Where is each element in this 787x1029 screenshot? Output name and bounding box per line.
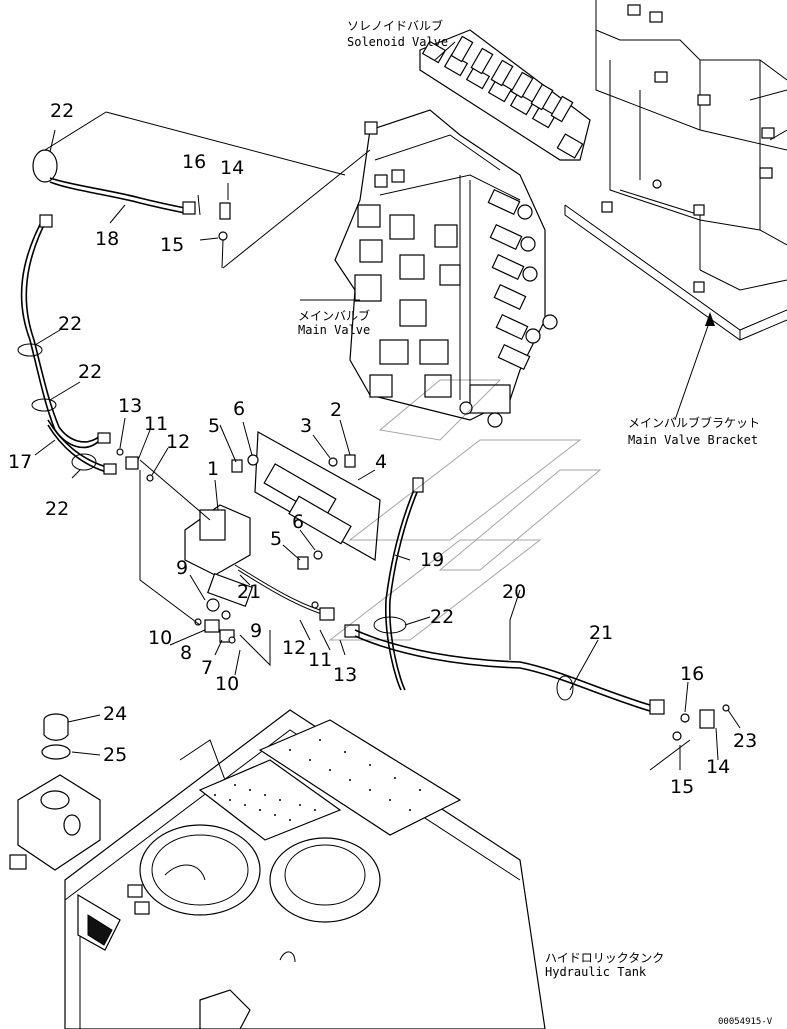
callout-6: 6 <box>292 511 304 533</box>
callout-8: 8 <box>180 642 192 664</box>
callout-13: 13 <box>118 395 142 417</box>
solenoid-valve-label-jp: ソレノイドバルブ <box>347 18 443 33</box>
tank-label-en: Hydraulic Tank <box>545 965 647 979</box>
parts-24-25 <box>9 713 101 871</box>
callout-25: 25 <box>103 744 127 766</box>
callout-19: 19 <box>420 549 444 571</box>
main-valve-label-jp: メインバルブ <box>298 308 370 323</box>
solenoid-valve <box>419 29 591 161</box>
callout-5: 5 <box>270 528 282 550</box>
callout-11: 11 <box>144 413 168 435</box>
block-assembly <box>184 431 381 644</box>
callout-4: 4 <box>375 451 387 473</box>
callout-10: 10 <box>215 673 239 695</box>
callout-10: 10 <box>148 627 172 649</box>
tank-label-jp: ハイドロリックタンク <box>545 951 664 965</box>
hydraulic-tank <box>64 709 546 1029</box>
callout-20: 20 <box>502 581 526 603</box>
callout-22: 22 <box>78 361 102 383</box>
callout-14: 14 <box>706 756 730 778</box>
main-valve <box>334 109 558 428</box>
callout-15: 15 <box>160 234 184 256</box>
callout-16: 16 <box>680 663 704 685</box>
callout-14: 14 <box>220 157 244 179</box>
callout-5: 5 <box>208 415 220 437</box>
callout-24: 24 <box>103 703 127 725</box>
callouts: 22 16 14 18 15 22 22 13 11 12 17 22 6 5 … <box>8 100 757 798</box>
callout-12: 12 <box>166 431 190 453</box>
callout-1: 1 <box>207 458 219 480</box>
solenoid-valve-label-en: Solenoid Valve <box>347 35 448 49</box>
hoses-19-20-21 <box>354 477 730 741</box>
watermark <box>328 379 602 641</box>
callout-17: 17 <box>8 451 32 473</box>
callout-13: 13 <box>333 664 357 686</box>
callout-22: 22 <box>430 606 454 628</box>
callout-21: 21 <box>589 622 613 644</box>
bracket-label-jp: メインバルブブラケット <box>628 415 760 430</box>
main-valve-bracket <box>564 0 787 341</box>
drawing-code: 00054915-V <box>718 1017 773 1027</box>
hose-18 <box>17 149 231 482</box>
callout-7: 7 <box>201 657 213 679</box>
callout-22: 22 <box>50 100 74 122</box>
callout-3: 3 <box>300 415 312 437</box>
callout-9: 9 <box>250 620 262 642</box>
callout-23: 23 <box>733 730 757 752</box>
bracket-label-en: Main Valve Bracket <box>628 433 758 447</box>
callout-9: 9 <box>176 557 188 579</box>
callout-21: 21 <box>237 581 261 603</box>
callout-15: 15 <box>670 776 694 798</box>
callout-22: 22 <box>58 313 82 335</box>
callout-18: 18 <box>95 228 119 250</box>
callout-12: 12 <box>282 637 306 659</box>
callout-22: 22 <box>45 498 69 520</box>
callout-2: 2 <box>330 399 342 421</box>
main-valve-label-en: Main Valve <box>298 323 370 337</box>
leader-lines <box>34 41 741 771</box>
callout-16: 16 <box>182 151 206 173</box>
callout-11: 11 <box>308 649 332 671</box>
callout-6: 6 <box>233 398 245 420</box>
